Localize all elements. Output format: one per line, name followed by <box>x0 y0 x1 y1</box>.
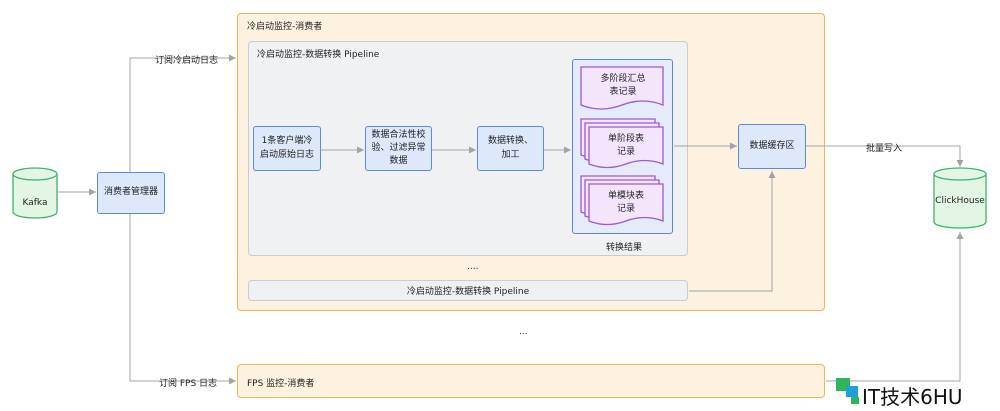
single-module-record-label: 单模块表记录 <box>607 190 644 214</box>
consumer-manager-label: 消费者管理器 <box>103 187 158 198</box>
transform-node: 数据转换、加工 <box>477 126 544 171</box>
multi-stage-record-label: 多阶段汇总表记录 <box>600 73 646 97</box>
transform-label: 数据转换、加工 <box>488 136 534 160</box>
watermark-logo-icon <box>836 378 859 404</box>
inner-ellipsis: .... <box>467 262 479 272</box>
clickhouse-label: ClickHouse <box>935 196 985 206</box>
validate-label: 数据合法性校验、过滤异常数据 <box>371 129 426 167</box>
kafka-label: Kafka <box>22 198 48 208</box>
outer-ellipsis: ... <box>519 327 528 337</box>
cold-start-consumer-title: 冷启动监控-消费者 <box>247 22 323 32</box>
pipeline-title: 冷启动监控-数据转换 Pipeline <box>257 50 380 60</box>
fps-consumer-title: FPS 监控-消费者 <box>247 379 315 389</box>
batch-write-arrow <box>806 145 964 167</box>
consumer-manager-node: 消费者管理器 <box>97 172 165 214</box>
subscribe-cold-arrow <box>129 54 236 172</box>
single-stage-record-icon <box>580 118 664 169</box>
watermark-text: IT技术6HU <box>862 385 963 409</box>
fps-to-clickhouse-arrow <box>826 232 964 382</box>
clickhouse-database-icon <box>933 167 987 229</box>
single-stage-record-label: 单阶段表记录 <box>607 133 644 157</box>
subscribe-cold-label: 订阅冷启动日志 <box>155 56 219 66</box>
cache-node: 数据缓存区 <box>738 124 806 169</box>
batch-write-label: 批量写入 <box>866 144 903 154</box>
pipeline-bar-label: 冷启动监控-数据转换 Pipeline <box>406 287 530 297</box>
subscribe-fps-label: 订阅 FPS 日志 <box>159 379 218 389</box>
multi-stage-record-icon <box>580 66 664 110</box>
pipeline-bar: 冷启动监控-数据转换 Pipeline <box>248 280 688 301</box>
fps-consumer-container <box>237 364 825 398</box>
cache-label: 数据缓存区 <box>749 140 795 151</box>
raw-log-label: 1条客户端冷启动原始日志 <box>260 136 315 160</box>
raw-log-node: 1条客户端冷启动原始日志 <box>253 126 321 171</box>
single-module-record-icon <box>580 175 664 226</box>
result-group-label: 转换结果 <box>606 243 643 253</box>
pipeline-bar-to-cache-arrow <box>689 171 776 292</box>
subscribe-fps-arrow <box>129 214 236 385</box>
kafka-database-icon <box>12 167 58 219</box>
validate-node: 数据合法性校验、过滤异常数据 <box>365 126 432 171</box>
